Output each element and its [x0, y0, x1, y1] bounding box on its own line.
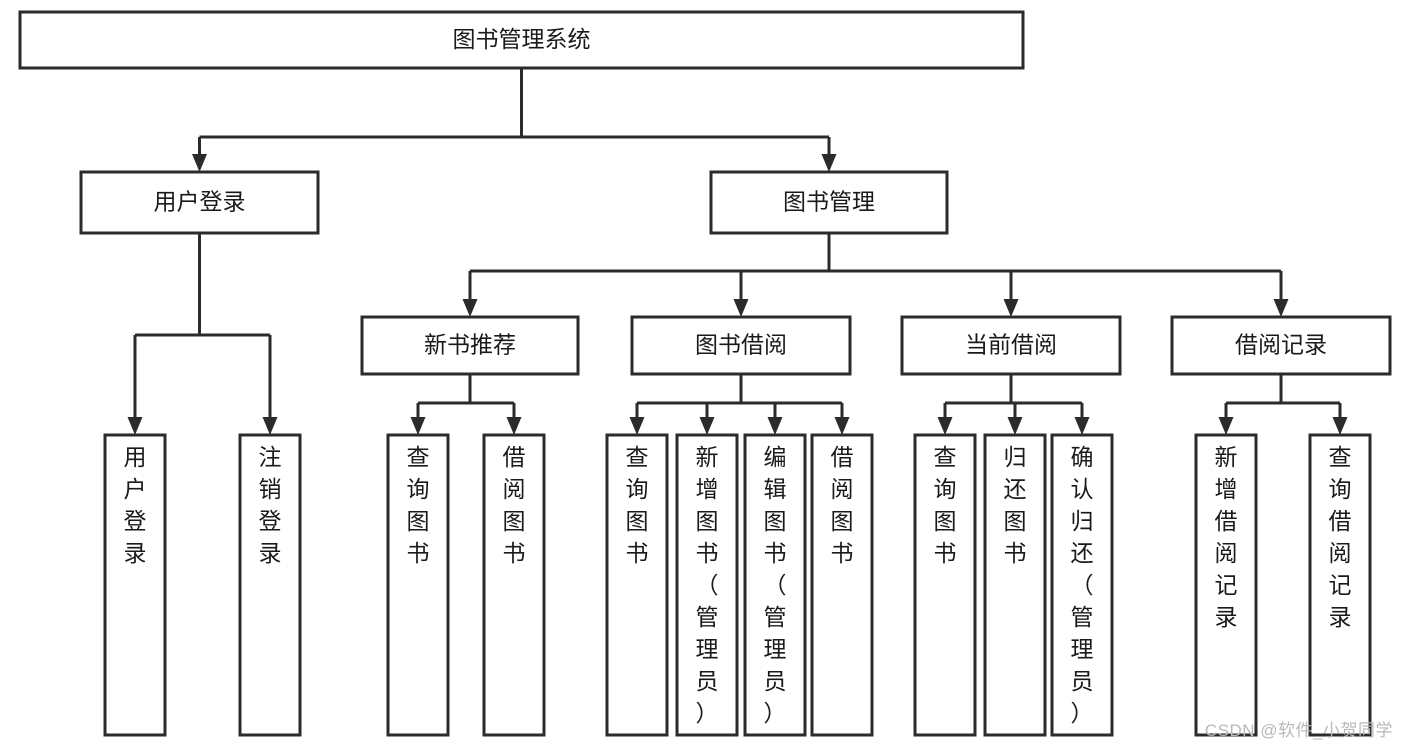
node-current-borrow[interactable]: 当前借阅 — [900, 315, 1122, 376]
node-box — [386, 433, 450, 737]
node-book-borrow[interactable]: 图书借阅 — [630, 315, 852, 376]
node-box — [18, 10, 1025, 70]
node-label: 借阅图书 — [503, 444, 526, 566]
node-box — [605, 433, 669, 737]
node-box — [913, 433, 977, 737]
node-label: 新书推荐 — [424, 332, 516, 358]
node-box — [103, 433, 167, 737]
node-label: 借阅图书 — [831, 444, 854, 566]
connector-arrow-head — [733, 299, 749, 317]
connector-arrow-head — [1332, 417, 1348, 435]
node-label: 归还图书 — [1004, 444, 1027, 566]
node-box — [360, 315, 580, 376]
connector-arrow-head — [262, 417, 278, 435]
node-label: 注销登录 — [259, 444, 282, 566]
node-label: 图书借阅 — [695, 332, 787, 358]
node-leaf-borrow-book-2[interactable]: 借阅图书 — [810, 433, 874, 737]
node-box — [1194, 433, 1258, 737]
node-box — [900, 315, 1122, 376]
node-box — [238, 433, 302, 737]
node-borrow-record[interactable]: 借阅记录 — [1170, 315, 1392, 376]
node-leaf-query-record[interactable]: 查询借阅记录 — [1308, 433, 1372, 737]
node-box — [983, 433, 1047, 737]
node-box — [810, 433, 874, 737]
node-leaf-query-book-3[interactable]: 查询图书 — [913, 433, 977, 737]
node-box — [79, 170, 320, 235]
connector-arrow-head — [127, 417, 143, 435]
node-label: 新增图书（管理员） — [696, 444, 719, 726]
node-label: 用户登录 — [154, 189, 246, 215]
connector-arrow-head — [1074, 417, 1090, 435]
connector-arrow-head — [506, 417, 522, 435]
node-box — [1050, 433, 1114, 737]
node-label: 确认归还（管理员） — [1071, 444, 1094, 726]
node-label: 用户登录 — [124, 444, 147, 566]
connector-arrow-head — [1003, 299, 1019, 317]
node-label: 当前借阅 — [965, 332, 1057, 358]
node-leaf-edit-book[interactable]: 编辑图书（管理员） — [743, 433, 807, 737]
node-box — [675, 433, 739, 737]
connector-arrow-head — [1007, 417, 1023, 435]
node-leaf-query-book-1[interactable]: 查询图书 — [386, 433, 450, 737]
node-label: 编辑图书（管理员） — [764, 444, 787, 726]
node-box — [630, 315, 852, 376]
connector-arrow-head — [699, 417, 715, 435]
node-leaf-add-record[interactable]: 新增借阅记录 — [1194, 433, 1258, 737]
node-box — [1308, 433, 1372, 737]
connector-arrow-head — [1273, 299, 1289, 317]
node-leaf-add-book[interactable]: 新增图书（管理员） — [675, 433, 739, 737]
node-box — [743, 433, 807, 737]
connector-arrow-head — [767, 417, 783, 435]
node-box — [482, 433, 546, 737]
connector-arrow-head — [192, 154, 207, 172]
node-leaf-logout[interactable]: 注销登录 — [238, 433, 302, 737]
node-label: 借阅记录 — [1235, 332, 1327, 358]
node-label: 查询借阅记录 — [1329, 444, 1352, 630]
node-leaf-query-book-2[interactable]: 查询图书 — [605, 433, 669, 737]
connector-arrow-head — [629, 417, 645, 435]
node-leaf-user-login[interactable]: 用户登录 — [103, 433, 167, 737]
node-root[interactable]: 图书管理系统 — [18, 10, 1025, 70]
connector-arrow-head — [462, 299, 478, 317]
connector-arrow-head — [1218, 417, 1234, 435]
node-label: 新增借阅记录 — [1215, 444, 1238, 630]
node-box — [1170, 315, 1392, 376]
node-user-login[interactable]: 用户登录 — [79, 170, 320, 235]
connector-arrow-head — [410, 417, 426, 435]
connector-arrow-head — [937, 417, 953, 435]
connector-arrow-head — [821, 154, 837, 172]
connector-arrow-head — [834, 417, 850, 435]
node-leaf-return-book[interactable]: 归还图书 — [983, 433, 1047, 737]
node-label: 查询图书 — [934, 444, 957, 566]
node-leaf-confirm-return[interactable]: 确认归还（管理员） — [1050, 433, 1114, 737]
node-box — [709, 170, 949, 235]
node-label: 查询图书 — [407, 444, 430, 566]
node-leaf-borrow-book-1[interactable]: 借阅图书 — [482, 433, 546, 737]
watermark-label: CSDN @软件_小贺同学 — [1204, 721, 1393, 740]
node-label: 图书管理 — [783, 189, 875, 215]
node-book-manage[interactable]: 图书管理 — [709, 170, 949, 235]
node-new-book-rec[interactable]: 新书推荐 — [360, 315, 580, 376]
node-label: 查询图书 — [626, 444, 649, 566]
node-label: 图书管理系统 — [453, 26, 591, 52]
